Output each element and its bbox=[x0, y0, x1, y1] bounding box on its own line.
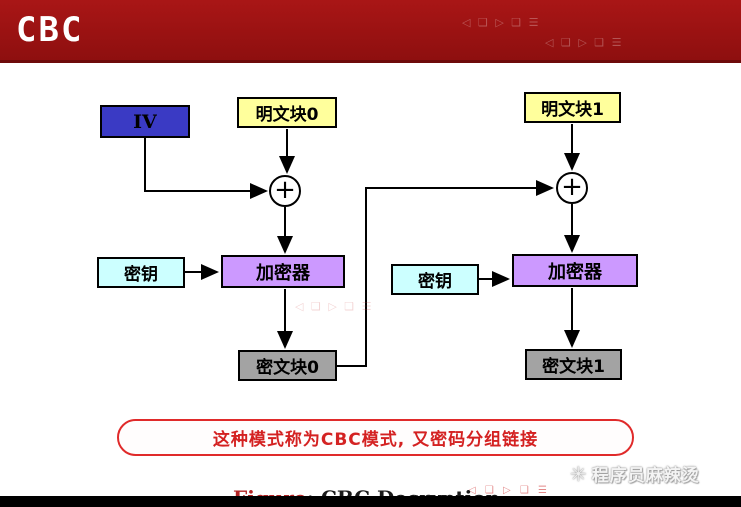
title-bar: CBC ◁ ❑ ▷ ❑ ☰ ◁ ❑ ▷ ❑ ☰ bbox=[0, 0, 741, 63]
xor-circle-right: + bbox=[556, 172, 588, 204]
encryptor-box-right: 加密器 bbox=[512, 254, 638, 287]
key-box-left: 密钥 bbox=[97, 257, 185, 288]
brand-watermark-text: 程序员麻辣烫 bbox=[591, 466, 700, 486]
watermark-marks-icon: ◁ ❑ ▷ ❑ ☰ bbox=[295, 300, 374, 313]
watermark-marks-icon: ◁ ❑ ▷ ❑ ☰ bbox=[545, 36, 624, 49]
slide-title: CBC bbox=[16, 10, 84, 50]
watermark-marks-icon: ◁ ❑ ▷ ❑ ☰ bbox=[468, 485, 550, 496]
plaintext-block-0: 明文块0 bbox=[237, 97, 337, 128]
brand-watermark: ✳ 程序员麻辣烫 bbox=[570, 461, 700, 487]
encryptor-box-left: 加密器 bbox=[221, 255, 345, 288]
key-box-right: 密钥 bbox=[391, 264, 479, 295]
arrow-iv-to-xor1 bbox=[144, 138, 268, 199]
plaintext-block-1: 明文块1 bbox=[524, 92, 621, 123]
cbc-note: 这种模式称为CBC模式, 又密码分组链接 bbox=[117, 419, 634, 456]
watermark-marks-icon: ◁ ❑ ▷ ❑ ☰ bbox=[462, 16, 541, 29]
xor-circle-left: + bbox=[269, 175, 301, 207]
ciphertext-block-0: 密文块0 bbox=[238, 350, 337, 381]
snowflake-icon: ✳ bbox=[570, 461, 587, 486]
ciphertext-block-1: 密文块1 bbox=[525, 349, 622, 380]
bottom-bar bbox=[0, 496, 741, 507]
iv-box: IV bbox=[100, 105, 190, 138]
cbc-note-text: 这种模式称为CBC模式, 又密码分组链接 bbox=[212, 430, 539, 450]
